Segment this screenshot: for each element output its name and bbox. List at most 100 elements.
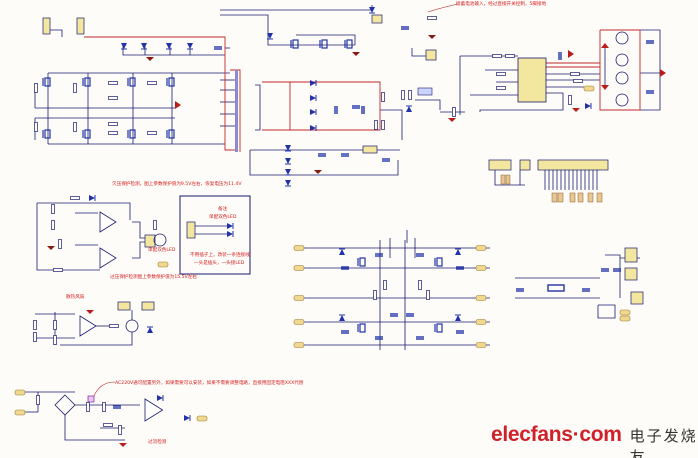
transistor-icon bbox=[153, 233, 167, 247]
diode-icon bbox=[310, 80, 316, 86]
resistor bbox=[492, 54, 502, 58]
resistor bbox=[573, 79, 583, 83]
capacitor bbox=[582, 288, 590, 292]
diode-icon bbox=[455, 249, 461, 255]
header-pin-block bbox=[557, 192, 564, 203]
resistor bbox=[108, 131, 118, 135]
bridge-rectifier bbox=[54, 394, 76, 416]
ground-icon bbox=[47, 246, 55, 250]
capacitor bbox=[334, 106, 338, 114]
resistor bbox=[73, 122, 77, 132]
resistor bbox=[496, 72, 506, 76]
mosfet-icon bbox=[357, 323, 366, 333]
opamp-icon bbox=[144, 398, 164, 422]
transistor-icon bbox=[615, 71, 629, 85]
note-box bbox=[179, 195, 251, 275]
mosfet-body bbox=[168, 129, 175, 139]
resistor bbox=[51, 220, 55, 230]
capacitor bbox=[113, 405, 121, 409]
ground-icon bbox=[86, 310, 94, 314]
connector bbox=[371, 14, 383, 24]
resistor bbox=[505, 54, 515, 58]
transformer-core bbox=[235, 70, 238, 152]
diode-icon bbox=[89, 195, 95, 201]
terminal-plug bbox=[293, 295, 305, 301]
wire bbox=[220, 5, 373, 11]
resistor bbox=[73, 83, 77, 93]
connector bbox=[186, 221, 196, 239]
transistor-icon bbox=[615, 31, 629, 45]
wire bbox=[494, 170, 525, 186]
capacitor bbox=[341, 153, 349, 157]
terminal-plug bbox=[475, 342, 487, 348]
resistor bbox=[58, 239, 62, 249]
capacitor bbox=[558, 52, 562, 60]
wire bbox=[597, 304, 616, 319]
resistor bbox=[147, 131, 157, 135]
diode-icon bbox=[285, 145, 291, 151]
header-pin-block bbox=[551, 192, 558, 203]
terminal-plug bbox=[619, 309, 631, 316]
resistor bbox=[427, 16, 437, 20]
mosfet-body bbox=[44, 129, 51, 139]
opamp-icon bbox=[79, 315, 97, 337]
diode-icon bbox=[227, 223, 233, 229]
mosfet-icon bbox=[434, 257, 443, 267]
resistor bbox=[153, 220, 157, 230]
capacitor bbox=[401, 26, 409, 30]
wire bbox=[479, 92, 564, 112]
watermark-brand-en: elecfans·com bbox=[491, 423, 622, 446]
connector bbox=[144, 234, 156, 248]
arrow-icon bbox=[601, 85, 609, 90]
mosfet-body bbox=[321, 39, 328, 49]
terminal-plug bbox=[293, 265, 305, 271]
mosfet-body bbox=[359, 257, 366, 267]
voltage-regulator bbox=[362, 145, 378, 154]
ground-icon bbox=[119, 443, 127, 447]
wire bbox=[64, 415, 125, 441]
capacitor bbox=[361, 106, 365, 114]
diode-icon bbox=[285, 158, 291, 164]
mosfet-icon bbox=[344, 39, 353, 49]
ground-icon bbox=[428, 35, 436, 39]
header-pin-block bbox=[569, 192, 576, 203]
arrow-icon bbox=[175, 101, 181, 109]
diode-icon bbox=[285, 169, 291, 175]
wire bbox=[296, 34, 356, 45]
power-trace bbox=[230, 69, 241, 152]
wire bbox=[380, 109, 403, 140]
mosfet-body bbox=[292, 39, 299, 49]
wire bbox=[37, 202, 131, 220]
mosfet-icon bbox=[357, 257, 366, 267]
ground-icon bbox=[314, 170, 322, 174]
indicator-body-2: 一头是插头，一头接LED bbox=[194, 261, 245, 266]
header-pin-block bbox=[505, 174, 511, 185]
resistor bbox=[452, 107, 456, 117]
connector bbox=[537, 159, 609, 171]
mosfet-icon bbox=[127, 77, 136, 87]
resistor bbox=[383, 280, 387, 290]
diode-icon bbox=[147, 327, 153, 333]
terminal-plug bbox=[196, 415, 208, 422]
fault-led-label: 单配双色LED bbox=[148, 248, 176, 253]
capacitor bbox=[456, 266, 464, 270]
header-pin-block bbox=[500, 174, 506, 185]
current-detect-label: 过流检测 bbox=[148, 440, 167, 445]
capacitor bbox=[416, 253, 424, 257]
mosfet-icon bbox=[434, 323, 443, 333]
power-trace bbox=[84, 36, 237, 151]
header-pin-block bbox=[587, 192, 594, 203]
overvoltage-note: 欠压保护检测，图上参数保护值为9.5V左右，恢复电压为11.4V bbox=[112, 182, 242, 187]
resistor bbox=[496, 86, 506, 90]
arrow-icon bbox=[568, 50, 574, 58]
power-trace bbox=[599, 29, 641, 111]
resistor bbox=[108, 122, 118, 126]
wire bbox=[50, 29, 63, 37]
resistor bbox=[108, 81, 118, 85]
arrow-icon bbox=[660, 69, 666, 77]
undervoltage-note: 过压保护检测图上参数保护值为15.5V左右 bbox=[110, 275, 197, 280]
diode-icon bbox=[310, 109, 316, 115]
terminal-plug bbox=[293, 245, 305, 251]
capacitor bbox=[375, 253, 383, 257]
top-note: 接蓄电池输入，经过直接开关控制，5脚接地 bbox=[456, 2, 547, 7]
